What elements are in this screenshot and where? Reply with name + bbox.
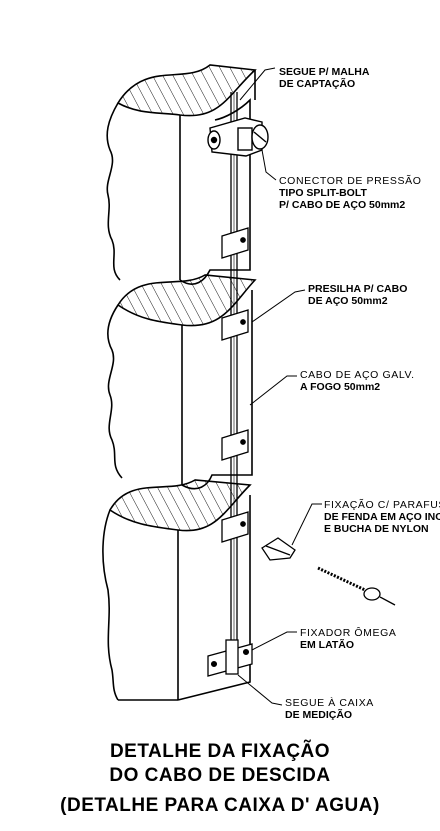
svg-text:E BUCHA DE NYLON: E BUCHA DE NYLON [324,523,429,535]
svg-text:DE MEDIÇÃO: DE MEDIÇÃO [285,708,352,721]
label-exit: SEGUE À CAIXA DE MEDIÇÃO [285,696,374,721]
label-omega: FIXADOR ÔMEGA EM LATÃO [300,626,396,651]
label-connector: CONECTOR DE PRESSÃO TIPO SPLIT-BOLT P/ C… [279,174,421,211]
svg-text:DE AÇO 50mm2: DE AÇO 50mm2 [308,295,388,307]
svg-text:TIPO SPLIT-BOLT: TIPO SPLIT-BOLT [279,187,367,199]
title-line-2: DO CABO DE DESCIDA [109,765,331,786]
tank-wall [102,64,257,701]
svg-text:SEGUE À CAIXA: SEGUE À CAIXA [285,696,374,709]
omega-fixer [207,639,253,677]
clip-2 [221,309,249,341]
svg-text:CONECTOR DE PRESSÃO: CONECTOR DE PRESSÃO [279,174,421,187]
wall-block-middle [106,274,257,490]
svg-text:SEGUE P/ MALHA: SEGUE P/ MALHA [279,66,370,78]
leader-lines [237,67,322,706]
svg-text:P/ CABO DE AÇO 50mm2: P/ CABO DE AÇO 50mm2 [279,199,405,211]
svg-text:FIXAÇÃO C/ PARAFUSO: FIXAÇÃO C/ PARAFUSO [324,498,440,511]
clip-3 [221,429,249,461]
label-fixation: FIXAÇÃO C/ PARAFUSO DE FENDA EM AÇO INOX… [324,498,440,535]
cable [230,92,238,670]
label-top: SEGUE P/ MALHA DE CAPTAÇÃO [279,66,370,90]
title-line-1: DETALHE DA FIXAÇÃO [109,741,331,762]
clips [207,227,253,677]
svg-text:FIXADOR ÔMEGA: FIXADOR ÔMEGA [300,626,396,639]
title-line-3: (DETALHE PARA CAIXA D' AGUA) [60,795,380,816]
clip-4 [221,511,249,543]
label-clip: PRESILHA P/ CABO DE AÇO 50mm2 [308,283,407,307]
svg-text:PRESILHA P/ CABO: PRESILHA P/ CABO [308,283,407,295]
label-cable: CABO DE AÇO GALV. A FOGO 50mm2 [300,369,415,393]
svg-text:A FOGO 50mm2: A FOGO 50mm2 [300,381,380,393]
split-bolt-connector [207,117,269,157]
screw-and-anchor [261,537,396,606]
wall-block-top [106,64,257,285]
svg-text:EM LATÃO: EM LATÃO [300,638,354,651]
svg-text:DE CAPTAÇÃO: DE CAPTAÇÃO [279,77,355,90]
svg-text:DE FENDA EM AÇO INOX: DE FENDA EM AÇO INOX [324,511,440,523]
clip-1 [221,227,249,259]
svg-text:CABO DE AÇO GALV.: CABO DE AÇO GALV. [300,369,415,381]
wall-block-bottom [102,479,252,701]
